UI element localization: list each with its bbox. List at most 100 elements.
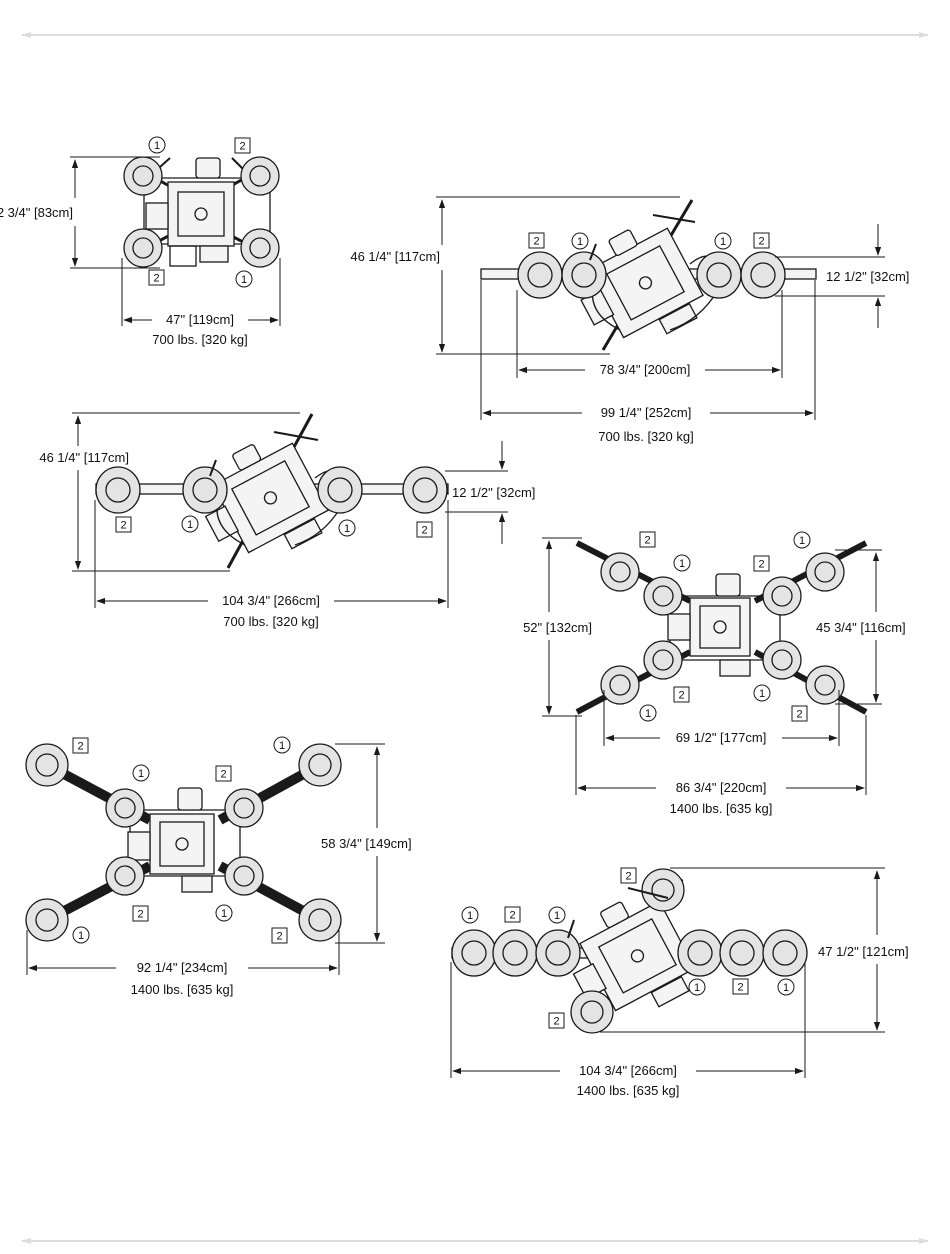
svg-text:2: 2 <box>77 741 83 753</box>
svg-text:2: 2 <box>220 769 226 781</box>
callout-2-square: 2 <box>504 906 521 923</box>
svg-text:1: 1 <box>154 140 160 152</box>
svg-text:1: 1 <box>467 910 473 922</box>
callout-1-circle: 1 <box>777 978 795 996</box>
callout-1-circle: 1 <box>548 906 566 924</box>
svg-text:2: 2 <box>644 535 650 547</box>
callout-1-circle: 1 <box>639 704 657 722</box>
config-e-width-dimension <box>26 930 340 975</box>
config-f-height-dimension <box>600 867 885 1033</box>
config-c-width-dimension <box>94 500 449 608</box>
svg-text:2: 2 <box>553 1016 559 1028</box>
callout-1-circle: 1 <box>148 136 166 154</box>
config-f-height-label: 47 1/2" [121cm] <box>818 944 909 959</box>
config-d-height-dimension <box>542 537 582 717</box>
callout-1-circle: 1 <box>753 684 771 702</box>
config-a-width-dimension <box>121 258 281 326</box>
callout-1-circle: 1 <box>714 232 732 250</box>
config-b-lifter <box>480 199 817 351</box>
callout-2-square: 2 <box>548 1012 565 1029</box>
config-d-inner-span-label: 69 1/2" [177cm] <box>676 730 767 745</box>
config-d-width-label: 86 3/4" [220cm] <box>676 780 767 795</box>
config-d-width-dimension <box>575 715 867 795</box>
config-a-width-label: 47" [119cm] <box>166 312 234 327</box>
svg-text:2: 2 <box>758 559 764 571</box>
svg-text:1: 1 <box>221 908 227 920</box>
svg-text:2: 2 <box>120 520 126 532</box>
config-c-pad-depth-dimension <box>445 441 508 544</box>
callout-2-square: 2 <box>148 269 165 286</box>
config-f-width-label: 104 3/4" [266cm] <box>579 1063 677 1078</box>
callout-2-square: 2 <box>416 521 433 538</box>
config-e-weight-label: 1400 lbs. [635 kg] <box>131 982 234 997</box>
callout-1-circle: 1 <box>235 270 253 288</box>
config-d-height-inner-label: 45 3/4" [116cm] <box>816 620 906 635</box>
callout-2-square: 2 <box>215 765 232 782</box>
svg-text:2: 2 <box>509 910 515 922</box>
config-b-weight-label: 700 lbs. [320 kg] <box>598 429 693 444</box>
config-b-inner-span-label: 78 3/4" [200cm] <box>600 362 691 377</box>
svg-text:1: 1 <box>187 519 193 531</box>
config-d-lifter <box>575 540 868 715</box>
svg-text:1: 1 <box>799 535 805 547</box>
callout-1-circle: 1 <box>461 906 479 924</box>
svg-text:1: 1 <box>720 236 726 248</box>
config-b-width-dimension <box>480 280 816 420</box>
config-d-weight-label: 1400 lbs. [635 kg] <box>670 801 773 816</box>
config-f-diagram: 2 1 2 1 1 2 1 2 47 1/2" [121cm] 104 3/4"… <box>450 867 909 1098</box>
callout-2-square: 2 <box>115 516 132 533</box>
callout-2-square: 2 <box>132 905 149 922</box>
config-c-pad-depth-label: 12 1/2" [32cm] <box>452 485 535 500</box>
svg-text:2: 2 <box>758 236 764 248</box>
callout-2-square: 2 <box>673 686 690 703</box>
svg-text:1: 1 <box>694 982 700 994</box>
callout-1-circle: 1 <box>215 904 233 922</box>
config-c-height-label: 46 1/4" [117cm] <box>39 450 129 465</box>
svg-text:2: 2 <box>239 141 245 153</box>
callout-2-square: 2 <box>234 137 251 154</box>
callout-2-square: 2 <box>732 978 749 995</box>
svg-text:1: 1 <box>138 768 144 780</box>
config-d-height-inner-dimension <box>835 549 882 705</box>
config-e-height-dimension <box>335 743 385 944</box>
callout-2-square: 2 <box>271 927 288 944</box>
config-a-height-label: 32 3/4" [83cm] <box>0 205 73 220</box>
svg-text:1: 1 <box>759 688 765 700</box>
config-a-weight-label: 700 lbs. [320 kg] <box>152 332 247 347</box>
svg-text:2: 2 <box>153 273 159 285</box>
config-f-width-dimension <box>450 962 806 1078</box>
config-b-inner-span-dimension <box>516 290 783 378</box>
callout-2-square: 2 <box>528 232 545 249</box>
svg-text:2: 2 <box>796 709 802 721</box>
config-f-lifter <box>451 868 808 1034</box>
svg-text:1: 1 <box>78 930 84 942</box>
config-c-diagram: 2 1 1 2 46 1/4" [117cm] 12 1/2" [32cm] 1… <box>39 412 535 629</box>
config-a-diagram: 1 2 2 1 32 3/4" [83cm] 47" [119cm] 700 l… <box>0 136 281 347</box>
config-c-weight-label: 700 lbs. [320 kg] <box>223 614 318 629</box>
svg-text:1: 1 <box>344 523 350 535</box>
svg-text:1: 1 <box>645 708 651 720</box>
callout-1-circle: 1 <box>673 554 691 572</box>
callout-1-circle: 1 <box>273 736 291 754</box>
callout-2-square: 2 <box>753 232 770 249</box>
svg-text:2: 2 <box>737 982 743 994</box>
callout-2-square: 2 <box>620 867 637 884</box>
callout-1-circle: 1 <box>688 978 706 996</box>
config-a-lifter <box>123 156 280 268</box>
config-a-height-dimension <box>70 156 160 269</box>
svg-text:1: 1 <box>241 274 247 286</box>
config-e-height-label: 58 3/4" [149cm] <box>321 836 412 851</box>
svg-text:2: 2 <box>678 690 684 702</box>
callout-2-square: 2 <box>791 705 808 722</box>
config-c-width-label: 104 3/4" [266cm] <box>222 593 320 608</box>
callout-1-circle: 1 <box>793 531 811 549</box>
config-b-height-dimension <box>436 196 680 355</box>
config-e-diagram: 2 1 2 1 2 1 1 2 58 3/4" [149cm] 92 1/4" … <box>25 736 412 997</box>
callout-2-square: 2 <box>72 737 89 754</box>
svg-text:2: 2 <box>421 525 427 537</box>
svg-text:1: 1 <box>279 740 285 752</box>
config-b-diagram: 2 1 1 2 46 1/4" [117cm] 12 1/2" [32cm] 7… <box>350 196 909 444</box>
callout-1-circle: 1 <box>132 764 150 782</box>
svg-text:2: 2 <box>276 931 282 943</box>
config-f-weight-label: 1400 lbs. [635 kg] <box>577 1083 680 1098</box>
